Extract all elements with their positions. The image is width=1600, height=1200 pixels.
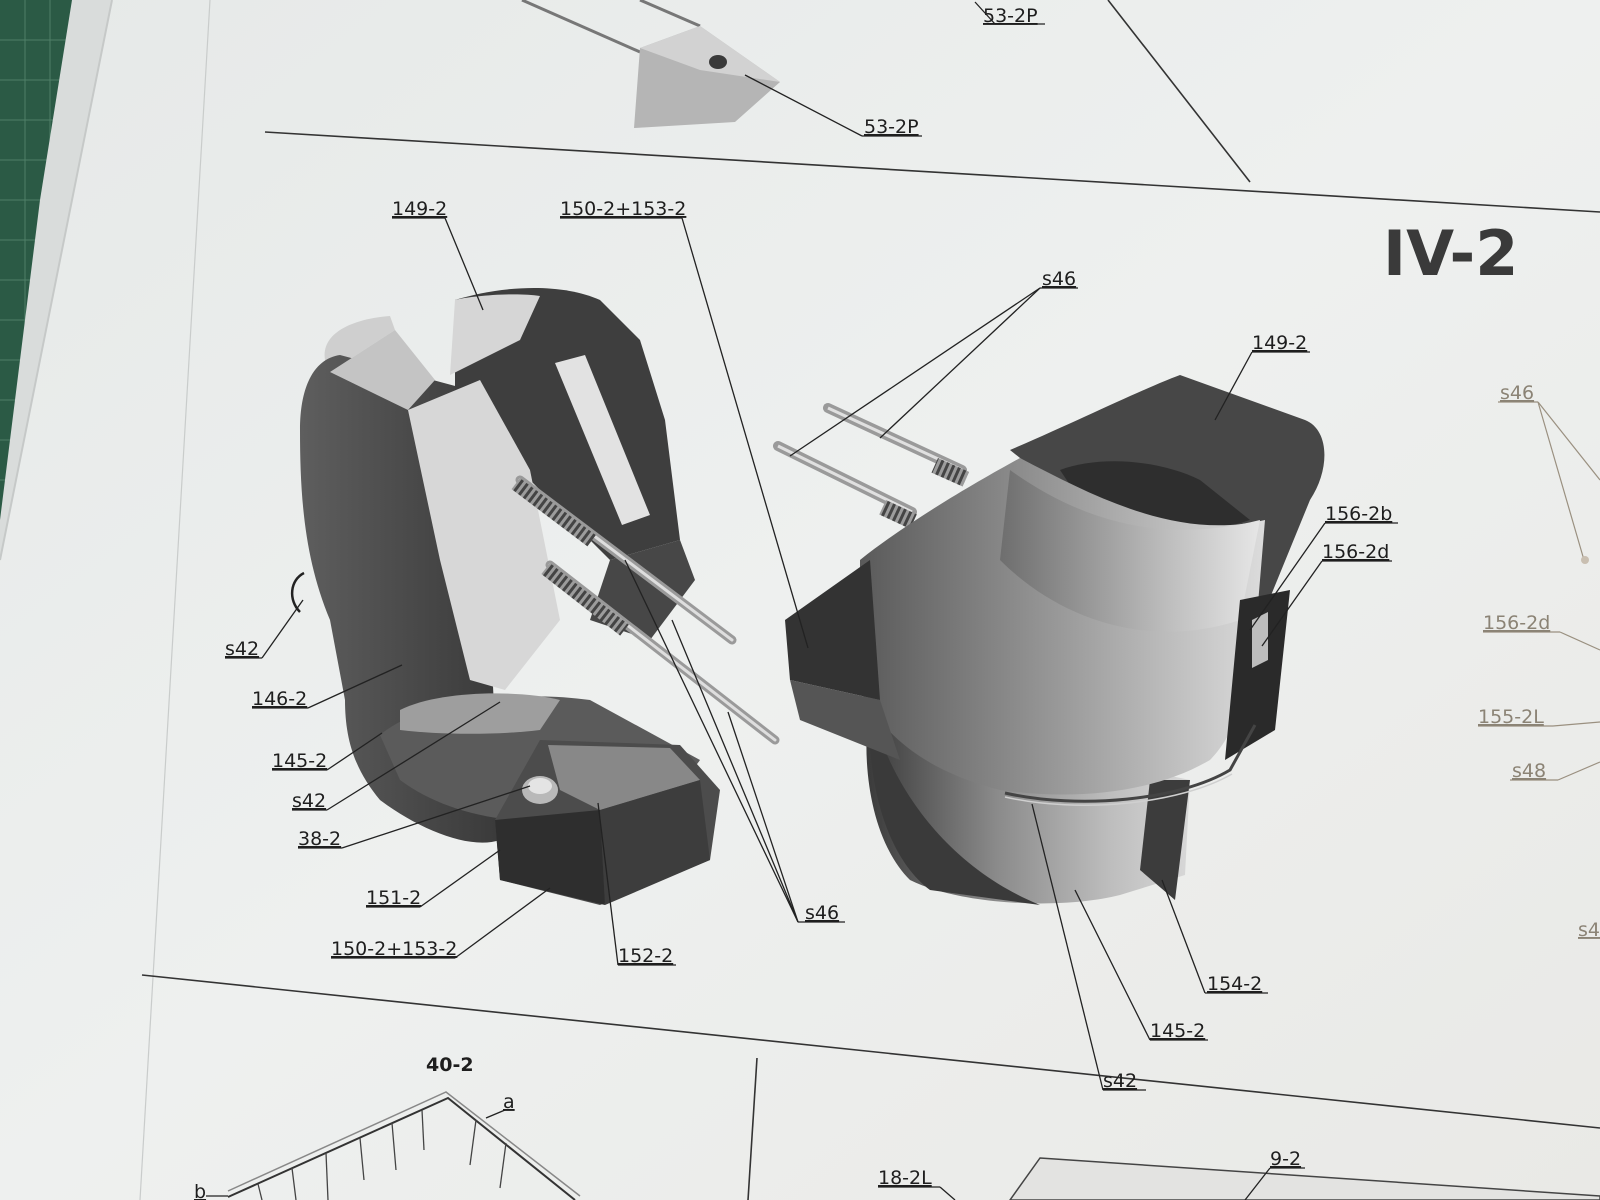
top-part-53-2p [521, 0, 780, 128]
label-edge-155-2l: 155-2L [1478, 706, 1544, 728]
label-top-53-2p-a: 53-2P [983, 5, 1038, 27]
label-s42-left-b: s42 [292, 790, 326, 812]
edge-leaders [1478, 401, 1600, 781]
left-leaders [225, 217, 845, 966]
label-s42-left-a: s42 [225, 638, 259, 660]
label-145-2-left: 145-2 [272, 750, 327, 772]
left-turret-drawing [291, 287, 780, 905]
label-38-2: 38-2 [298, 828, 341, 850]
subsection-title-40-2: 40-2 [426, 1054, 474, 1076]
label-150-153-top: 150-2+153-2 [560, 198, 686, 220]
label-edge-s48: s48 [1512, 760, 1546, 782]
label-146-2: 146-2 [252, 688, 307, 710]
label-top-53-2p-b: 53-2P [864, 116, 919, 138]
label-edge-s46: s46 [1500, 382, 1534, 404]
label-151-2: 151-2 [366, 887, 421, 909]
label-152-2: 152-2 [618, 945, 673, 967]
label-145-2-right: 145-2 [1150, 1020, 1205, 1042]
label-s46-bottom: s46 [805, 902, 839, 924]
label-bottom-a: a [503, 1091, 515, 1113]
label-bottom-b: b [194, 1181, 206, 1200]
label-149-2-left: 149-2 [392, 198, 447, 220]
label-s46-right-top: s46 [1042, 268, 1076, 290]
right-leaders [789, 287, 1398, 1091]
label-s42-right: s42 [1103, 1070, 1137, 1092]
right-turret-drawing [773, 375, 1325, 905]
label-156-2b: 156-2b [1325, 503, 1392, 525]
panel-rules [141, 0, 1600, 1200]
label-150-153-bottom: 150-2+153-2 [331, 938, 457, 960]
label-edge-s4: s4 [1578, 919, 1600, 941]
label-edge-156-2d: 156-2d [1483, 612, 1550, 634]
bottom-roof-drawing [227, 1091, 1600, 1200]
label-154-2: 154-2 [1207, 973, 1262, 995]
label-156-2d: 156-2d [1322, 541, 1389, 563]
label-bottom-9-2: 9-2 [1270, 1148, 1301, 1170]
section-title: IV-2 [1383, 217, 1518, 290]
label-bottom-18-2l: 18-2L [878, 1167, 932, 1189]
label-149-2-right: 149-2 [1252, 332, 1307, 354]
